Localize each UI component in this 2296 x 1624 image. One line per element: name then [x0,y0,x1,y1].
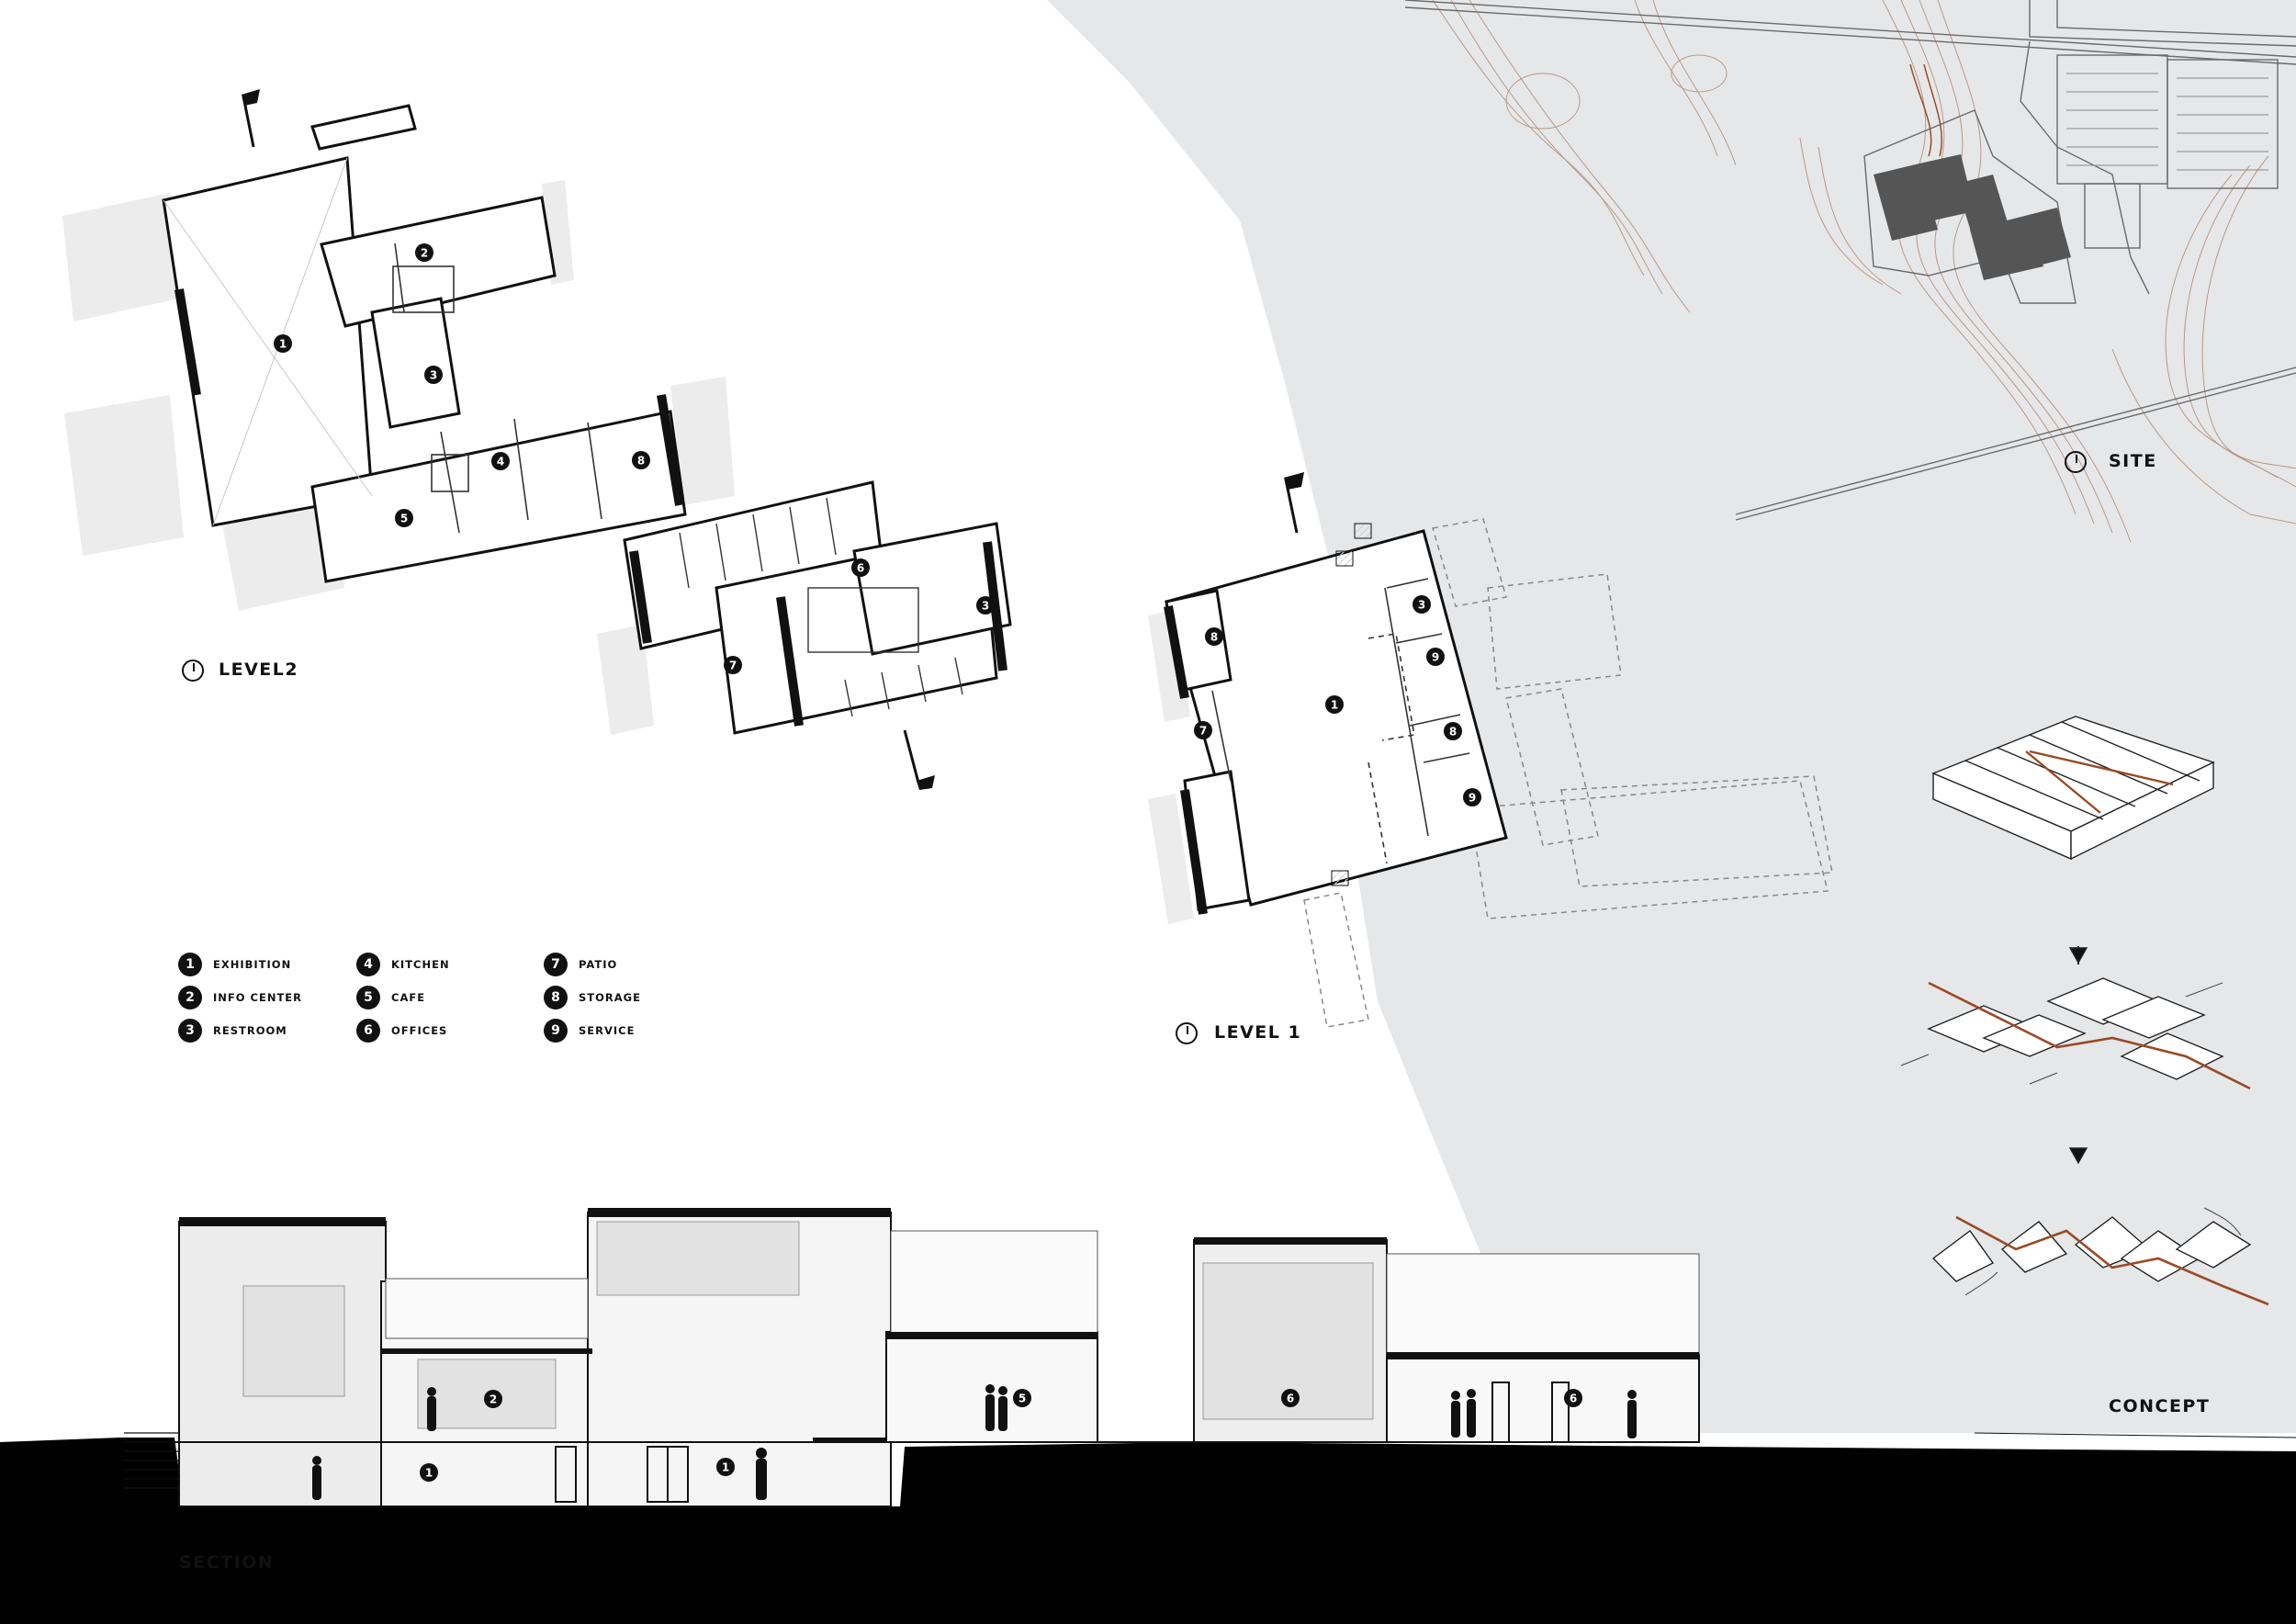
room-tag-number: 5 [1019,1393,1026,1405]
legend-number: 7 [544,953,568,976]
site-contours-accent [1909,63,1943,157]
legend-number: 8 [544,986,568,1009]
room-tag: 3 [976,596,995,615]
room-tag-number: 4 [497,456,504,468]
room-tag: 4 [491,452,510,470]
room-tag: 1 [716,1458,735,1476]
legend-item: 4 KITCHEN [356,952,450,977]
legend-item: 7 PATIO [544,952,617,977]
site-field [1047,0,2296,1433]
room-tag-number: 1 [279,338,287,351]
level2-label: LEVEL2 [219,660,299,680]
room-tag-number: 7 [729,660,737,672]
level2-north-flag [242,89,260,148]
legend-text: SERVICE [579,1024,636,1037]
site-contours [1432,0,2296,543]
room-tag: 5 [395,509,413,527]
legend-item: 1 EXHIBITION [178,952,291,977]
room-tag: 8 [1205,627,1223,646]
room-tag: 8 [1444,722,1462,740]
room-tag: 7 [1194,721,1212,739]
legend-item: 6 OFFICES [356,1018,447,1043]
room-tag: 5 [1013,1389,1031,1407]
room-tag: 3 [424,366,443,384]
legend-number: 6 [356,1019,380,1043]
concept-label: CONCEPT [2109,1396,2211,1416]
room-tag: 6 [1564,1389,1582,1407]
site-building [1874,154,2071,280]
level2-north-icon [182,660,204,682]
level1-north-flag [1284,472,1304,534]
room-tag-number: 8 [637,455,645,468]
legend-number: 3 [178,1019,202,1043]
room-tag: 1 [274,334,292,353]
room-tag-number: 3 [430,369,437,382]
room-tag-number: 1 [1331,699,1338,712]
offices-plan [597,480,1012,790]
offices-north-flag [903,729,935,790]
legend-item: 9 SERVICE [544,1018,635,1043]
legend-number: 9 [544,1019,568,1043]
legend-number: 5 [356,986,380,1009]
section-drawing [0,1208,2296,1624]
level1-north-icon [1176,1022,1198,1044]
room-tag-number: 6 [1287,1393,1294,1405]
legend-number: 1 [178,953,202,976]
level1-label: LEVEL 1 [1214,1022,1302,1043]
site-label: SITE [2109,451,2157,471]
legend-number: 4 [356,953,380,976]
room-tag: 7 [724,656,742,674]
legend-text: OFFICES [391,1024,448,1037]
legend-text: RESTROOM [213,1024,287,1037]
legend-item: 5 CAFE [356,985,425,1010]
room-tag: 9 [1426,648,1445,666]
room-tag: 1 [1325,695,1344,714]
level2-shadows [62,180,735,611]
level1-plan [1148,472,1833,1028]
room-tag-number: 3 [1418,599,1425,612]
room-tag: 3 [1412,595,1431,614]
room-tag-number: 2 [490,1393,497,1406]
room-tag-number: 9 [1432,651,1439,664]
section-label: SECTION [179,1552,275,1573]
room-tag-number: 1 [425,1467,433,1480]
concept-diagram [1900,716,2269,1306]
legend-number: 2 [178,986,202,1009]
room-tag: 2 [415,243,433,262]
room-tag: 9 [1463,788,1481,806]
section-ground [0,1438,2296,1624]
site-parking-stalls [2066,73,2268,171]
legend-text: CAFE [391,991,426,1004]
room-tag: 6 [1281,1389,1300,1407]
room-tag-number: 2 [421,247,428,260]
room-tag: 6 [851,558,870,577]
room-tag-number: 5 [400,513,408,525]
legend-text: KITCHEN [391,958,450,971]
room-tag-number: 8 [1210,631,1218,644]
room-tag-number: 8 [1449,726,1457,739]
plan-tags: 1 2 3 4 5 8 6 3 7 1 3 7 8 8 9 9 1 1 2 5 6 6 [274,243,1582,1482]
room-tag: 8 [632,451,650,469]
room-tag-number: 6 [857,562,864,575]
room-tag: 1 [420,1463,438,1482]
room-legend: 1 EXHIBITION 2 INFO CENTER 3 RESTROOM 4 … [178,952,692,1053]
room-tag-number: 9 [1469,792,1476,805]
room-tag-number: 7 [1199,725,1207,738]
legend-item: 2 INFO CENTER [178,985,302,1010]
room-tag-number: 3 [982,600,989,613]
room-tag-number: 6 [1570,1393,1577,1405]
legend-text: INFO CENTER [213,991,303,1004]
legend-item: 8 STORAGE [544,985,641,1010]
legend-item: 3 RESTROOM [178,1018,287,1043]
legend-text: EXHIBITION [213,958,292,971]
site-roads [1404,0,2296,521]
room-tag-number: 1 [722,1461,729,1474]
level2-plan [62,89,735,611]
legend-text: STORAGE [579,991,641,1004]
room-tag: 2 [484,1390,502,1408]
site-north-icon [2065,451,2087,473]
legend-text: PATIO [579,958,618,971]
